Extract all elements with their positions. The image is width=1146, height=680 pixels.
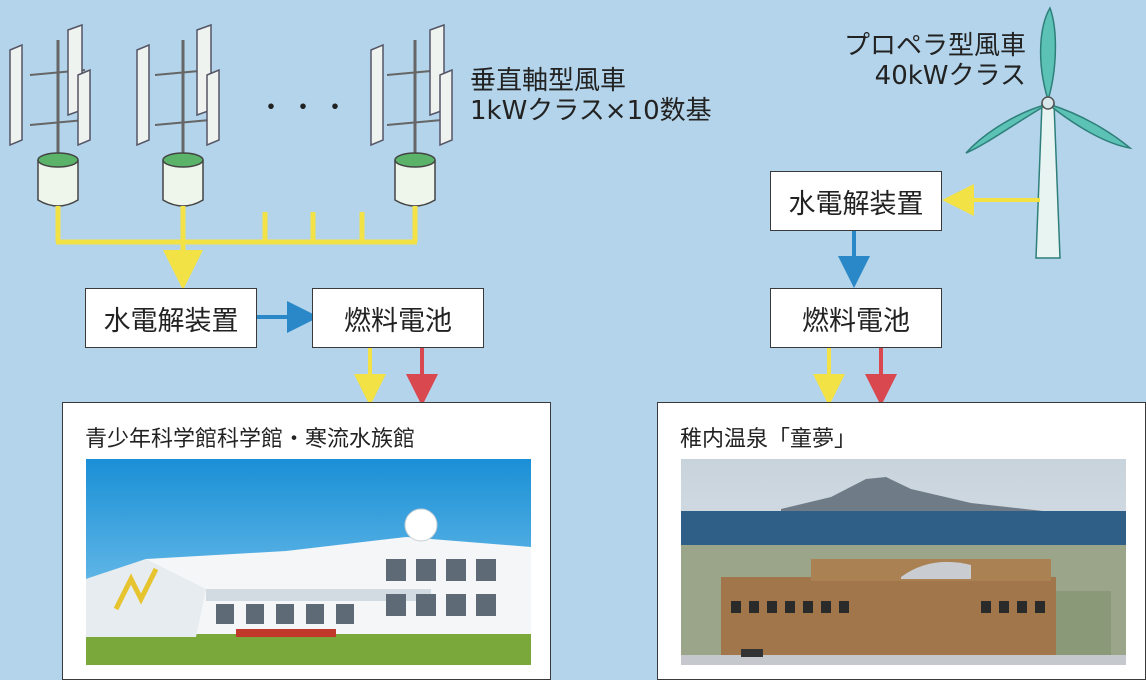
propeller-turbine-icon [965,6,1133,259]
left-facility-card: 青少年科学館科学館・寒流水族館 [62,402,551,680]
right-electrolyzer-box: 水電解装置 [770,171,942,231]
vertical-turbine-spec: 1kWクラス×10数基 [470,96,712,126]
vertical-axis-turbine-icon [9,23,91,207]
vertical-axis-turbine-icon [136,23,220,207]
propeller-turbine-caption: プロペラ型風車 40kWクラス [836,31,1026,91]
vertical-axis-turbine-icon [370,23,453,207]
propeller-turbine-spec: 40kWクラス [874,61,1026,91]
left-electrolyzer-box: 水電解装置 [85,288,257,348]
right-facility-card: 稚内温泉「童夢」 [657,402,1146,680]
turbine-ellipsis: ・・・ [258,93,355,123]
science-museum-photo [86,459,531,665]
hot-spring-photo [681,459,1126,665]
right-facility-title: 稚内温泉「童夢」 [680,427,857,452]
vertical-turbine-type: 垂直軸型風車 [470,66,627,96]
left-facility-title: 青少年科学館科学館・寒流水族館 [85,427,416,452]
propeller-turbine-type: プロペラ型風車 [843,31,1026,61]
power-bus-line [55,206,418,290]
vertical-turbine-caption: 垂直軸型風車 1kWクラス×10数基 [470,66,712,126]
left-fuel-cell-box: 燃料電池 [312,288,484,348]
right-fuel-cell-box: 燃料電池 [770,288,942,348]
